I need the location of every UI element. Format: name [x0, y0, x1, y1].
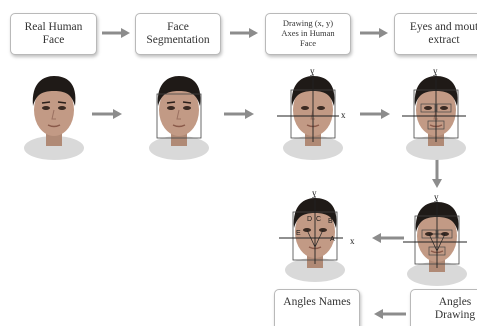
arrow-right-icon	[360, 109, 390, 119]
y-axis-label: y	[433, 66, 438, 76]
arrow-down-icon	[432, 158, 442, 188]
arrow-left-icon	[374, 309, 406, 319]
step-face-segmentation-label: Face Segmentation	[146, 20, 210, 46]
step-drawing-axes: Drawing (x, y) Axes in Human Face	[265, 13, 351, 55]
step-angles-names: Angles Names	[274, 289, 360, 326]
step-angles-names-label: Angles Names	[283, 296, 351, 308]
angle-label-d: D	[307, 216, 313, 223]
face-photo-angles-drawing	[403, 200, 467, 286]
angle-label-a: A	[330, 236, 335, 243]
angle-label-c: C	[316, 216, 322, 223]
face-photo-angle-names	[279, 196, 345, 282]
x-axis-label: x	[350, 236, 355, 246]
arrow-right-icon	[102, 28, 130, 38]
angle-label-b: B	[328, 218, 333, 225]
y-axis-label: y	[312, 188, 317, 198]
face-photo-real	[24, 76, 84, 160]
step-real-human-face-label: Real Human Face	[24, 20, 83, 46]
face-photo-features	[402, 74, 466, 160]
step-real-human-face: Real Human Face	[10, 13, 97, 55]
face-photo-segmented	[149, 76, 209, 160]
y-axis-label: y	[310, 66, 315, 76]
step-eyes-mouth-extract-label: Eyes and mout extract	[409, 20, 477, 46]
arrow-right-icon	[92, 109, 122, 119]
step-angles-drawing: Angles Drawing	[410, 289, 477, 326]
y-axis-label: y	[434, 192, 439, 202]
arrow-right-icon	[230, 28, 258, 38]
arrow-left-icon	[372, 233, 404, 243]
x-axis-label: x	[341, 110, 346, 120]
arrow-right-icon	[360, 28, 388, 38]
arrow-right-icon	[224, 109, 254, 119]
step-angles-drawing-label: Angles Drawing	[434, 296, 476, 322]
step-face-segmentation: Face Segmentation	[135, 13, 221, 55]
step-drawing-axes-label: Drawing (x, y) Axes in Human Face	[281, 18, 335, 48]
step-eyes-mouth-extract: Eyes and mout extract	[394, 13, 477, 55]
face-photo-axes	[277, 74, 343, 160]
angle-label-e: E	[296, 230, 301, 237]
